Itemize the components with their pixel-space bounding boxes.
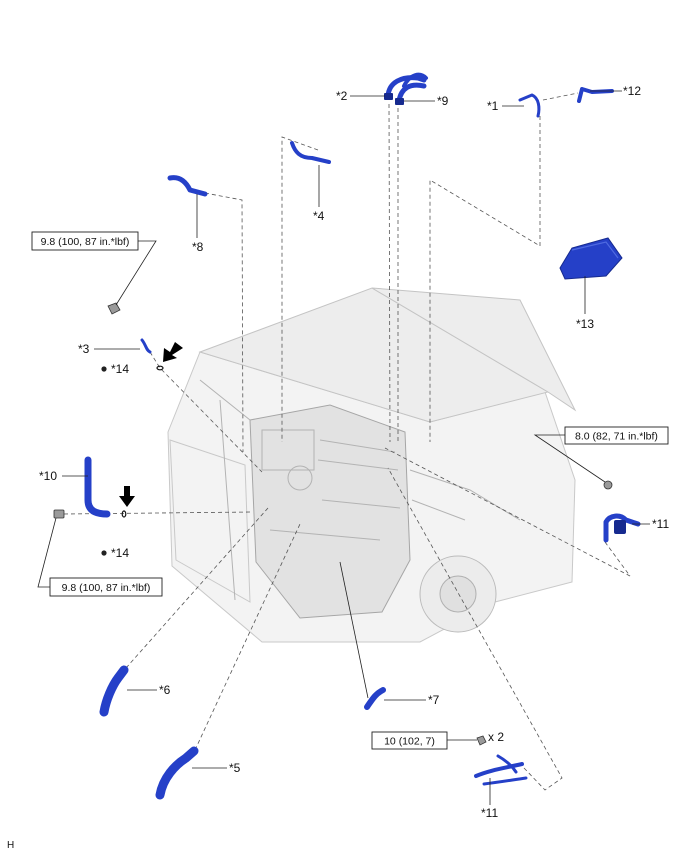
intake-detail-lines [269, 439, 401, 541]
part-5-hose [155, 746, 199, 800]
part-3-hose [140, 338, 152, 354]
o-ring-icon [156, 365, 164, 371]
vehicle-engine-illustration [167, 287, 577, 643]
callout-11-right: *11 [652, 517, 669, 531]
part-4-hose [290, 141, 331, 164]
ref-line-11-right [384, 447, 631, 577]
part-11-pipe-bottom-2 [482, 754, 528, 786]
callout-9: *9 [437, 94, 449, 108]
torque-value-2: 9.8 (100, 87 in.*lbf) [62, 582, 151, 594]
torque-box-4 [371, 731, 448, 750]
part-11-bracket [614, 520, 626, 534]
leader-torque-3 [533, 434, 606, 483]
torque-value-1: 9.8 (100, 87 in.*lbf) [41, 236, 130, 248]
callout-5: *5 [229, 761, 241, 775]
o-ring-icon [121, 510, 127, 518]
part-9-clamp [395, 98, 404, 105]
callout-14-bottom: *14 [111, 546, 129, 560]
bolt-icon [53, 509, 65, 519]
part-10-hose [84, 456, 111, 518]
corner-mark: H [7, 840, 14, 851]
torque-value-4: 10 (102, 7) [384, 736, 435, 748]
radiator-detail-lines [199, 379, 251, 601]
ref-line-3-14 [149, 351, 263, 473]
part-11-pipe-right [603, 513, 641, 543]
arrow-down-icon [163, 342, 183, 362]
leader-torque-1 [115, 240, 157, 306]
bolt-icon [603, 480, 613, 490]
callout-8: *8 [192, 240, 204, 254]
engine-block [249, 404, 411, 619]
quantity-label: x 2 [488, 730, 504, 744]
part-2-clamp [384, 93, 393, 100]
engine-cover-detail [261, 429, 315, 471]
torque-box-1 [31, 231, 139, 251]
part-7-hose [364, 687, 386, 710]
ref-line-4 [281, 136, 319, 442]
leader-torque-2 [37, 517, 57, 588]
parts [84, 72, 641, 800]
part-8-hose [167, 175, 208, 197]
ref-line-6 [125, 507, 269, 669]
callout-13: *13 [576, 317, 594, 331]
part-13-highlight [571, 241, 619, 259]
wheel-hub [439, 575, 477, 613]
bolt-icon [107, 302, 121, 315]
callout-7: *7 [428, 693, 440, 707]
callout-2: *2 [336, 89, 348, 103]
bolt-icon [476, 735, 487, 746]
arrow-down-icon [119, 486, 135, 507]
part-11-pipe-bottom [474, 762, 524, 778]
dot-icon [101, 550, 107, 556]
dot-icon [101, 366, 107, 372]
torque-value-3: 8.0 (82, 71 in.*lbf) [575, 431, 658, 443]
reference-lines [63, 92, 631, 791]
part-1-hose [518, 93, 541, 118]
hardware [53, 302, 613, 746]
part-6-hose [99, 665, 129, 717]
part-9-hose [396, 82, 427, 104]
callout-1: *1 [487, 99, 499, 113]
part-13-cover [559, 237, 623, 280]
ref-line-1 [429, 116, 541, 442]
torque-box-2 [49, 577, 163, 597]
ref-line-1-12 [542, 92, 579, 101]
windshield [371, 287, 577, 412]
torque-box-3 [564, 426, 669, 445]
torque-specs: 9.8 (100, 87 in.*lbf) 9.8 (100, 87 in.*l… [31, 231, 669, 750]
part-12-hose [577, 87, 614, 103]
callout-labels: *2 *9 *1 *12 *4 *8 *13 *3 *14 *10 *14 *1… [39, 84, 669, 820]
callout-10: *10 [39, 469, 57, 483]
callout-6: *6 [159, 683, 171, 697]
part-2-hose [385, 75, 427, 99]
callout-3: *3 [78, 342, 90, 356]
callout-11-bottom: *11 [481, 806, 498, 820]
part-2-9-loop [402, 72, 428, 88]
front-grille [169, 439, 251, 603]
leader-7-to-engine [339, 561, 369, 699]
callout-14-top: *14 [111, 362, 129, 376]
oil-cap-detail [287, 465, 313, 491]
leader-lines [37, 90, 650, 805]
ref-line-11-bottom [387, 467, 563, 791]
ref-line-2 [388, 103, 391, 443]
callout-4: *4 [313, 209, 325, 223]
callout-12: *12 [623, 84, 641, 98]
ref-line-8 [204, 192, 244, 453]
